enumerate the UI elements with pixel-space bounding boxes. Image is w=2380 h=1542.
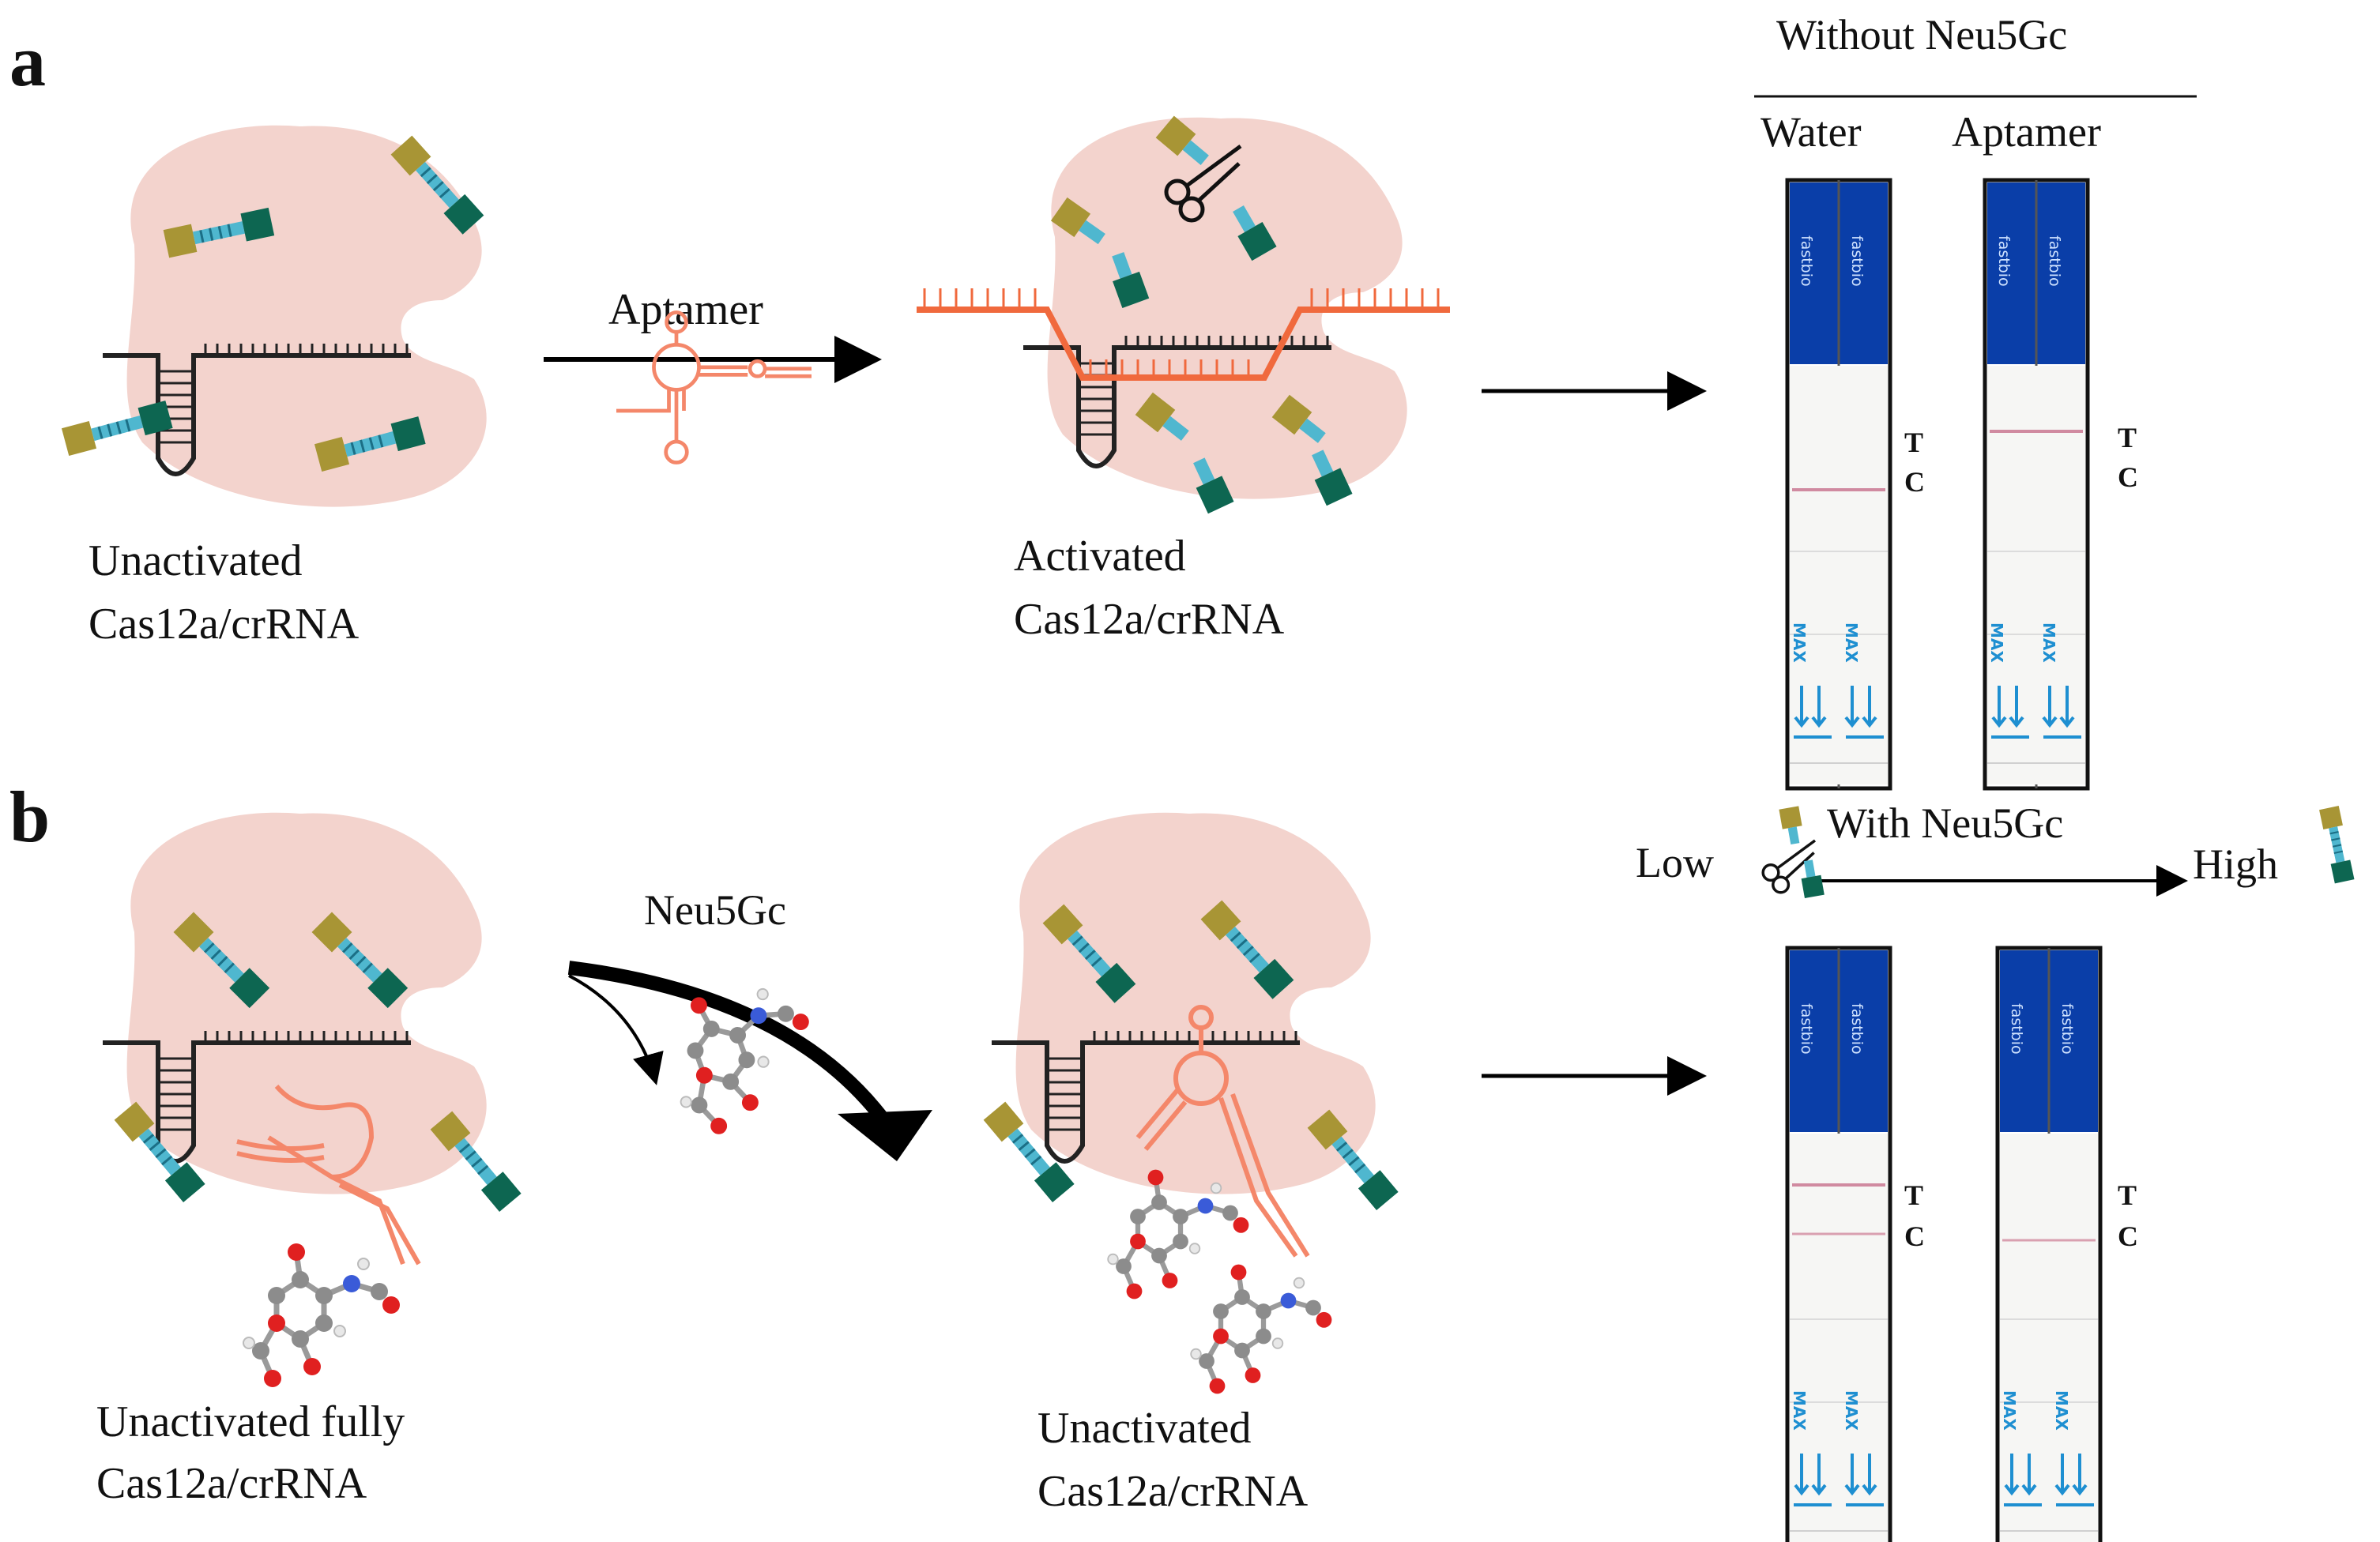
unactivated-b-label-line2: Cas12a/crRNA: [1037, 1467, 1309, 1516]
unactivated-b-label-line1: Unactivated: [1037, 1404, 1252, 1453]
strip-brand: fastbio: [2058, 1003, 2076, 1055]
line-t-label: T: [2118, 1179, 2137, 1211]
strip-max: MAX: [1842, 1390, 1861, 1431]
unactivated-label-line1: Unactivated: [88, 536, 303, 585]
target-dna-strand: [917, 288, 1450, 381]
line-c-label: C: [1904, 1220, 1925, 1252]
strips-with-neu5gc: fastbio fastbio MAX MAX T C fastbio fast…: [1787, 948, 2138, 1542]
neu5gc-molecule-icon: [1191, 1265, 1331, 1394]
small-curved-arrow: [568, 974, 664, 1085]
line-c-label: C: [1904, 466, 1925, 498]
line-c-label: C: [2118, 1220, 2138, 1252]
panel-a-letter: a: [9, 21, 46, 101]
panel-a: a Unactivated Cas12a/crRNA Aptamer: [9, 21, 1707, 649]
unactivated-fully-label-line2: Cas12a/crRNA: [96, 1459, 367, 1508]
strip-aptamer: fastbio fastbio MAX MAX: [1985, 180, 2088, 788]
aptamer-icon: [616, 313, 812, 463]
strip-brand: fastbio: [1798, 235, 1815, 287]
line-c-label: C: [2118, 461, 2138, 493]
strip-max: MAX: [1842, 622, 1861, 663]
panel-b-letter: b: [9, 777, 50, 857]
activated-label-line2: Cas12a/crRNA: [1014, 595, 1285, 644]
line-t-label: T: [1904, 427, 1923, 458]
strip-brand: fastbio: [1798, 1003, 1815, 1055]
high-label: High: [2193, 841, 2278, 888]
low-label: Low: [1636, 839, 1714, 886]
competitive-aptamer: [1135, 1005, 1310, 1258]
column-water-label: Water: [1761, 108, 1862, 156]
reporter-icon: [2318, 805, 2356, 885]
strip-high: fastbio fastbio MAX MAX: [1998, 948, 2100, 1542]
activated-label-line1: Activated: [1014, 532, 1186, 581]
strip-brand: fastbio: [2008, 1003, 2025, 1055]
line-t-label: T: [2118, 422, 2137, 453]
neu5gc-gradient: With Neu5Gc Low High: [1636, 799, 2356, 899]
column-aptamer-label: Aptamer: [1952, 108, 2101, 156]
panel-b: b Unactivated fully Cas12a/crRNA Neu5Gc: [9, 777, 1707, 1516]
strip-max: MAX: [2052, 1390, 2071, 1431]
large-curved-arrowhead: [838, 1110, 932, 1161]
large-curved-arrow: [567, 961, 891, 1126]
neu5gc-arrow-label: Neu5Gc: [644, 886, 786, 934]
strip-max: MAX: [1790, 1390, 1809, 1431]
without-neu5gc-header: Without Neu5Gc: [1776, 11, 2067, 58]
cas12a-unactivated-fully: [103, 812, 487, 1194]
line-t-label: T: [1904, 1179, 1923, 1211]
strip-low: fastbio fastbio MAX MAX: [1787, 948, 1890, 1542]
unactivated-fully-label-line1: Unactivated fully: [96, 1397, 405, 1446]
strip-brand: fastbio: [1848, 1003, 1866, 1055]
cleaved-reporter-icon: [1779, 806, 1806, 846]
neu5gc-molecule-icon: [243, 1243, 400, 1387]
strip-max: MAX: [1790, 622, 1809, 663]
strip-brand: fastbio: [1848, 235, 1866, 287]
strip-brand: fastbio: [1995, 235, 2013, 287]
strips-without-neu5gc: Without Neu5Gc Water Aptamer fastbio fas…: [1754, 11, 2197, 788]
unactivated-label-line2: Cas12a/crRNA: [88, 600, 360, 649]
strip-brand: fastbio: [2046, 235, 2063, 287]
bound-aptamer: [236, 1085, 421, 1266]
strip-max: MAX: [1987, 622, 2006, 663]
strip-water: fastbio fastbio MAX MAX: [1787, 180, 1890, 788]
strip-max: MAX: [2039, 622, 2058, 663]
with-neu5gc-label: With Neu5Gc: [1827, 799, 2063, 847]
strip-max: MAX: [2000, 1390, 2019, 1431]
